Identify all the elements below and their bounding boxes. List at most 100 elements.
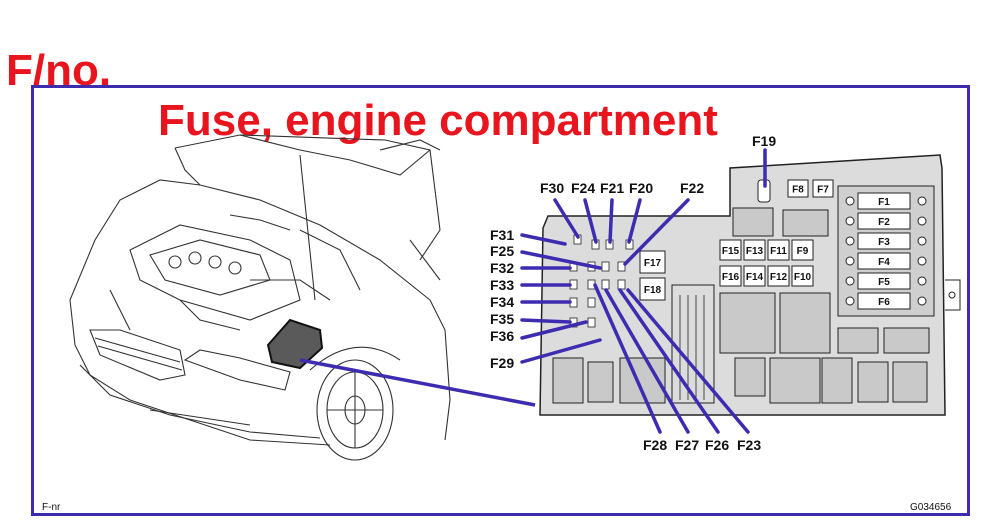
leader-f25 (520, 250, 602, 270)
callout-f22: F22 (680, 180, 704, 196)
fuse-f16: F16 (719, 265, 742, 287)
fuse-large-f1: F1 (857, 192, 911, 210)
callout-f30: F30 (540, 180, 564, 196)
fuse-large-f3-body (857, 232, 911, 250)
bolt-left (845, 236, 855, 246)
bolt-left (845, 216, 855, 226)
fuse-f9-body (791, 239, 814, 261)
large-fuse-mount (845, 236, 927, 246)
leader-f26 (618, 288, 720, 434)
bolt-left (845, 196, 855, 206)
fuse-large-f5-label: F5 (878, 277, 890, 288)
fuse-f9-label: F9 (797, 246, 809, 257)
fuse-f15-label: F15 (722, 246, 740, 257)
callout-f27: F27 (675, 437, 699, 453)
fuse-large-f3-label: F3 (878, 237, 890, 248)
page-title: F/no. Fuse, engine compartment (6, 0, 718, 146)
fuse-f7-body (812, 179, 834, 198)
fuse-f14-body (743, 265, 766, 287)
fuse-f14: F14 (743, 265, 766, 287)
fuse-f8-label: F8 (792, 185, 804, 196)
callout-f26: F26 (705, 437, 729, 453)
fuse-f15: F15 (719, 239, 742, 261)
diagram-frame (31, 85, 970, 516)
figure-code-left: F-nr (42, 502, 61, 513)
callout-f34: F34 (490, 294, 514, 310)
fuse-f7: F7 (812, 179, 834, 198)
fuse-f11-body (767, 239, 790, 261)
bolt-left (845, 296, 855, 306)
fuse-large-f5-body (857, 272, 911, 290)
fuse-large-f4-body (857, 252, 911, 270)
callout-f21: F21 (600, 180, 624, 196)
fuse-f10: F10 (791, 265, 814, 287)
fuse-large-f5: F5 (857, 272, 911, 290)
callout-f36: F36 (490, 328, 514, 344)
leader-f31 (520, 233, 567, 246)
callout-f24: F24 (571, 180, 595, 196)
callout-f23: F23 (737, 437, 761, 453)
bolt-right (917, 216, 927, 226)
fuse-f11-label: F11 (770, 246, 787, 257)
fuse-large-f6: F6 (857, 292, 911, 310)
fuse-large-f6-label: F6 (878, 297, 890, 308)
callout-f35: F35 (490, 311, 514, 327)
large-fuse-mount (845, 256, 927, 266)
fuse-f12-body (767, 265, 790, 287)
fuse-large-f3: F3 (857, 232, 911, 250)
callout-f31: F31 (490, 227, 514, 243)
bolt-right (917, 236, 927, 246)
fuse-large-f1-body (857, 192, 911, 210)
fuse-f8-body (787, 179, 809, 198)
bolt-right (917, 276, 927, 286)
fuse-f14-label: F14 (746, 272, 764, 283)
fuse-f10-body (791, 265, 814, 287)
leader-f36 (520, 320, 588, 340)
fuse-box-location (266, 318, 324, 370)
bolt-right (917, 296, 927, 306)
fuse-f12: F12 (767, 265, 790, 287)
fuse-f16-body (719, 265, 742, 287)
fuse-f10-label: F10 (794, 272, 812, 283)
fuse-large-f6-body (857, 292, 911, 310)
callout-f32: F32 (490, 260, 514, 276)
fuse-f18: F18 (639, 277, 666, 301)
leader-f23 (626, 288, 750, 434)
callout-f19: F19 (752, 133, 776, 149)
fuse-f18-body (639, 277, 666, 301)
leader-f27 (604, 288, 690, 434)
large-fuse-mount (845, 216, 927, 226)
fuse-f11: F11 (767, 239, 790, 261)
leader-f29 (520, 338, 602, 364)
leader-f35 (520, 318, 572, 324)
fuse-f13-label: F13 (746, 246, 764, 257)
fuse-f17-body (639, 250, 666, 274)
fuse-large-f2-body (857, 212, 911, 230)
fuse-f18-label: F18 (644, 285, 662, 296)
large-fuse-mount (845, 276, 927, 286)
fuse-f9: F9 (791, 239, 814, 261)
callout-f28: F28 (643, 437, 667, 453)
leader-f20 (627, 198, 642, 244)
fuse-f13: F13 (743, 239, 766, 261)
bolt-right (917, 256, 927, 266)
callout-f29: F29 (490, 355, 514, 371)
large-fuse-mount (845, 196, 927, 206)
fuse-f17-label: F17 (644, 258, 662, 269)
fuse-large-f4-label: F4 (878, 257, 890, 268)
fuse-f13-body (743, 239, 766, 261)
leader-f24 (583, 198, 598, 244)
callout-f33: F33 (490, 277, 514, 293)
fuse-large-f1-label: F1 (878, 197, 890, 208)
fuse-large-f2-label: F2 (878, 217, 890, 228)
diagram-title: Fuse, engine compartment (158, 96, 718, 145)
fuse-f17: F17 (639, 250, 666, 274)
bolt-left (845, 276, 855, 286)
callout-f20: F20 (629, 180, 653, 196)
large-fuse-mount (845, 296, 927, 306)
leader-f28 (593, 283, 662, 434)
